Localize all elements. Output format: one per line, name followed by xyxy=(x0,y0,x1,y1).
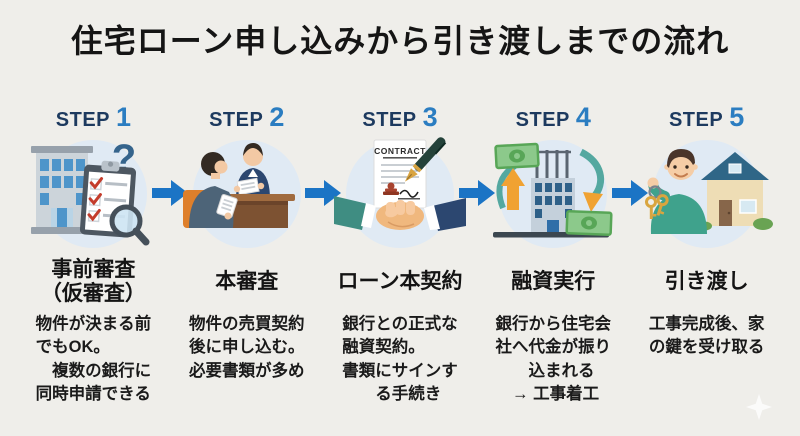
step-3-header: STEP 3 xyxy=(362,102,437,134)
bank-interview-icon xyxy=(182,143,295,229)
step-2-description-text: 物件の売買契約 後に申し込む。 必要書類が多め xyxy=(188,315,305,380)
step-1-number: 1 xyxy=(116,102,132,133)
step-5-label: 引き渡し xyxy=(664,270,749,294)
right-arrow-icon xyxy=(458,180,495,207)
customer-figure xyxy=(182,152,238,229)
step-4-illustration xyxy=(493,140,613,249)
contract-title-text: CONTRACT xyxy=(374,146,426,156)
house xyxy=(697,152,773,231)
step-5-number: 5 xyxy=(729,102,745,133)
step-3-description: 銀行との正式な 融資契約。 書類にサインす る手続き xyxy=(331,313,470,405)
step-3-word: STEP xyxy=(362,109,417,132)
right-arrow-icon xyxy=(305,180,342,207)
step-column-2: STEP 2 xyxy=(177,102,316,382)
step-4-label: 融資実行 xyxy=(511,270,596,294)
step-1-description: 物件が決まる前 でもOK。 複数の銀行に 同時申請できる xyxy=(24,313,163,405)
magnifier-icon xyxy=(109,204,150,246)
sparkle-icon xyxy=(746,394,772,420)
up-arrow-icon xyxy=(501,168,526,211)
step-1-illustration: ? xyxy=(31,137,150,249)
banknote-icon xyxy=(565,210,613,237)
contract-document: CONTRACT xyxy=(373,139,427,209)
step-1-header: STEP 1 xyxy=(56,102,131,134)
flow-curve-right xyxy=(579,149,605,201)
contract-handshake-icon: CONTRACT xyxy=(334,137,466,232)
step-2-illustration xyxy=(182,140,301,249)
banknote-icon xyxy=(494,143,540,170)
signature xyxy=(399,190,419,199)
step-2-header: STEP 2 xyxy=(209,102,284,134)
step-4-description: 銀行から住宅会 社へ代金が振り 込まれる → 工事着工 xyxy=(484,313,623,405)
homeowner-figure xyxy=(644,149,707,235)
right-arrow-icon xyxy=(152,180,189,207)
fountain-pen-icon xyxy=(404,137,447,183)
page-title: 住宅ローン申し込みから引き渡しまでの流れ xyxy=(70,23,730,59)
step-3-description-text: 銀行との正式な 融資契約。 書類にサインす る手続き xyxy=(342,315,458,403)
right-arrow-icon xyxy=(611,180,648,207)
step-column-1: STEP 1 ? xyxy=(24,102,163,405)
step-2-number: 2 xyxy=(269,102,285,133)
stamp-icon xyxy=(387,182,395,190)
step-1-label: 事前審査 （仮審査） xyxy=(40,258,146,306)
step-4-description-text: 銀行から住宅会 社へ代金が振り 込まれる → 工事着工 xyxy=(495,315,612,403)
handshake xyxy=(334,196,466,232)
step-3-illustration: CONTRACT xyxy=(334,137,466,249)
down-arrow-icon xyxy=(583,192,604,213)
step-column-3: STEP 3 CONTRACT xyxy=(331,102,470,405)
step-5-illustration xyxy=(644,140,773,249)
step-column-4: STEP 4 xyxy=(484,102,623,405)
step-2-label: 本審査 xyxy=(215,270,279,294)
step-2-description: 物件の売買契約 後に申し込む。 必要書類が多め xyxy=(177,313,316,382)
step-2-word: STEP xyxy=(209,109,264,132)
flow-row: STEP 1 ? xyxy=(0,102,800,405)
step-5-word: STEP xyxy=(668,109,724,132)
step-4-word: STEP xyxy=(515,109,570,132)
step-column-5: STEP 5 xyxy=(637,102,776,359)
step-4-header: STEP 4 xyxy=(516,102,591,134)
loan-disbursement-icon xyxy=(493,143,613,238)
step-1-description-text: 物件が決まる前 でもOK。 複数の銀行に 同時申請できる xyxy=(35,315,152,403)
step-3-number: 3 xyxy=(422,102,438,133)
step-5-description: 工事完成後、家 の鍵を受け取る xyxy=(637,313,776,359)
step-4-number: 4 xyxy=(575,102,591,133)
key-handover-icon xyxy=(644,149,773,235)
keys-icon xyxy=(644,185,669,220)
step-1-word: STEP xyxy=(55,109,111,132)
step-5-header: STEP 5 xyxy=(669,102,744,134)
step-3-label: ローン本契約 xyxy=(337,270,463,294)
banker-figure xyxy=(233,143,270,197)
building-checklist-magnifier-icon: ? xyxy=(31,137,150,246)
step-5-description-text: 工事完成後、家 の鍵を受け取る xyxy=(648,315,765,357)
